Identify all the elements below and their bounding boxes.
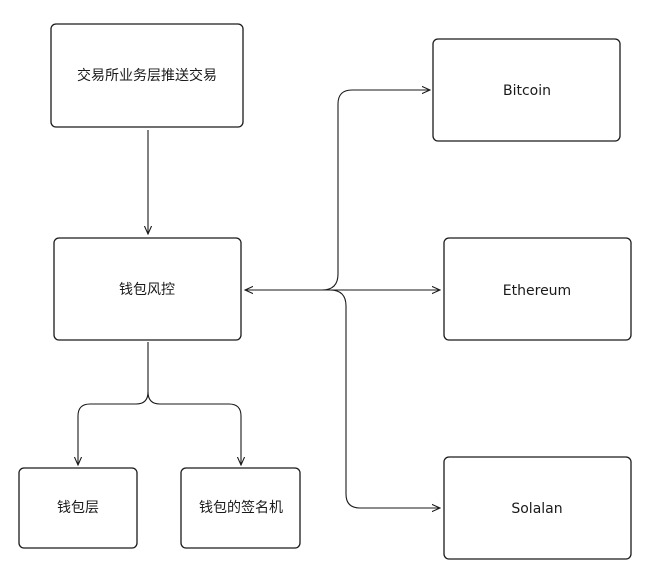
node-solalan-label: Solalan bbox=[511, 501, 562, 517]
node-wallet-signer[interactable]: 钱包的签名机 bbox=[180, 467, 301, 549]
node-wallet-layer[interactable]: 钱包层 bbox=[18, 467, 138, 549]
node-wallet-layer-box bbox=[18, 467, 138, 549]
node-solalan[interactable]: Solalan bbox=[443, 456, 632, 560]
node-exchange-push-box bbox=[50, 23, 244, 128]
node-wallet-signer-box bbox=[180, 467, 301, 549]
edge-risk-to-bitcoin bbox=[321, 90, 430, 291]
node-wallet-risk[interactable]: 钱包风控 bbox=[53, 237, 242, 341]
node-ethereum-box bbox=[443, 237, 632, 341]
node-wallet-layer-label: 钱包层 bbox=[57, 500, 99, 516]
node-bitcoin[interactable]: Bitcoin bbox=[432, 38, 621, 142]
node-exchange-push[interactable]: 交易所业务层推送交易 bbox=[50, 23, 244, 128]
node-ethereum[interactable]: Ethereum bbox=[443, 237, 632, 341]
edge-risk-to-signer bbox=[147, 391, 241, 465]
node-bitcoin-label: Bitcoin bbox=[503, 83, 551, 99]
edge-risk-to-solalan bbox=[329, 289, 440, 508]
node-wallet-risk-label: 钱包风控 bbox=[119, 282, 175, 298]
node-ethereum-label: Ethereum bbox=[503, 283, 571, 299]
edge-risk-to-wallet-layer bbox=[78, 342, 149, 465]
node-exchange-push-label: 交易所业务层推送交易 bbox=[77, 67, 217, 84]
node-bitcoin-box bbox=[432, 38, 621, 142]
node-wallet-signer-label: 钱包的签名机 bbox=[199, 499, 283, 516]
node-solalan-box bbox=[443, 456, 632, 560]
edges bbox=[78, 90, 440, 508]
node-wallet-risk-box bbox=[53, 237, 242, 341]
